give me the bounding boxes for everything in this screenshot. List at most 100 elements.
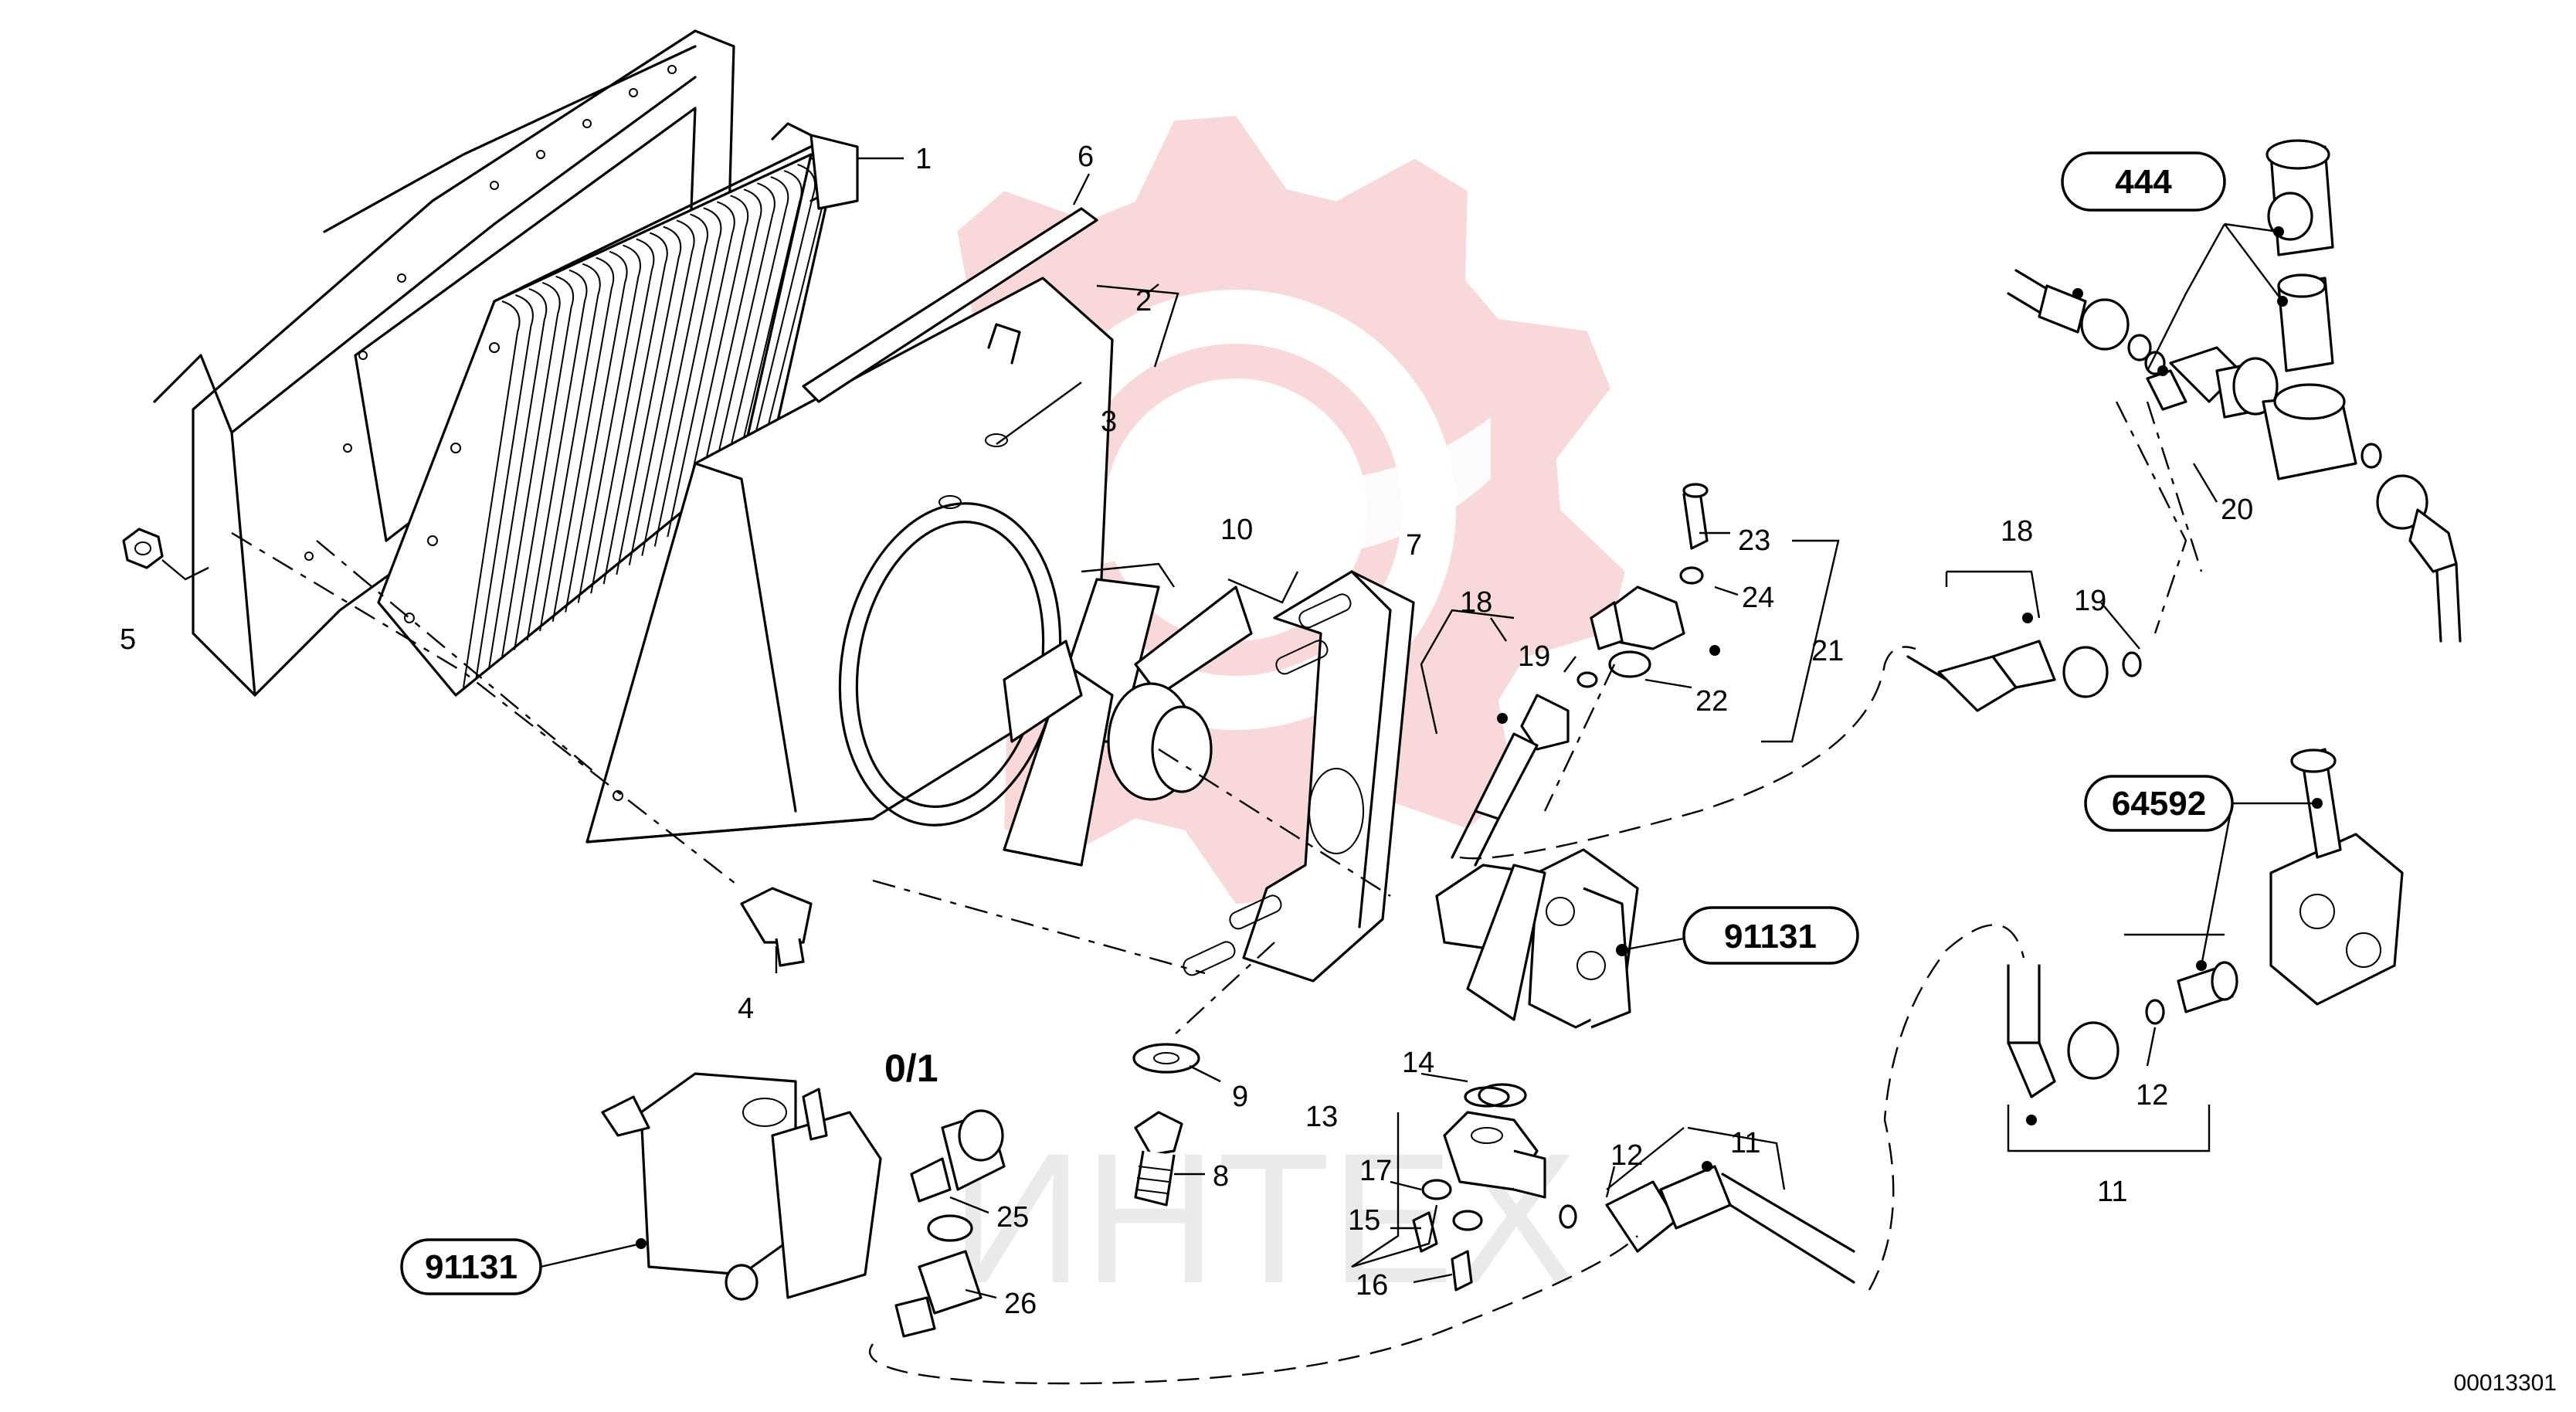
cooler-fin [602,232,668,585]
leader-lines [161,157,2317,1299]
callout-12-right: 12 [2136,1079,2168,1112]
hose-18-right [1906,613,2109,712]
callout-23: 23 [1738,524,1770,557]
callout-3: 3 [1101,406,1117,438]
hose-dot [1497,713,1508,724]
hose-11-dot [1702,1161,1712,1172]
reference-badge-91131-center[interactable]: 91131 [1682,906,1859,965]
cooler-fin [653,207,722,547]
callout-6: 6 [1078,141,1094,173]
adapter-444-mid [2277,273,2334,372]
cooler-fin [514,275,575,650]
callout-18-right: 18 [2001,515,2033,548]
washer-9 [1132,1043,1200,1074]
screw-23 [1682,483,1709,550]
callout-14: 14 [1402,1047,1434,1079]
callout-15: 15 [1348,1204,1380,1237]
flange-21 [1590,586,1720,656]
callout-13: 13 [1305,1101,1338,1133]
bolt-8 [1134,1111,1183,1207]
connector-64592 [2177,960,2238,1013]
hydraulic-motor-center [1435,848,1639,1029]
nut-5 [122,528,164,569]
callout-numbers: 1 6 2 3 10 7 5 4 9 8 13 14 17 15 16 12 1… [120,141,2253,1320]
tee-444-lower [2262,383,2382,480]
cooler-fin [616,226,682,575]
washers-17 [1421,1179,1483,1231]
tee-fitting-20 [2146,346,2279,419]
screws-15-16 [1412,1211,1473,1292]
callout-9: 9 [1232,1081,1248,1113]
callout-1: 1 [915,143,932,175]
adapter-block-13 [1443,1086,1546,1199]
callout-17: 17 [1359,1155,1392,1187]
washer-24 [1679,566,1704,585]
cooler-fin [501,281,561,660]
callout-21: 21 [1811,635,1844,667]
fan-impeller [1003,578,1253,867]
cooler-fin [475,294,534,678]
cooler-fin [565,250,628,613]
cooler-fin [526,269,588,641]
cooler-fin [552,256,615,622]
hose-11-right [2007,964,2120,1125]
callout-11-right: 11 [2097,1176,2127,1208]
cooler-fin [731,170,803,490]
hose-18-center [1451,694,1570,867]
callout-7: 7 [1406,529,1422,562]
cooler-fin [704,182,776,509]
callout-24: 24 [1742,582,1774,614]
cooler-fin [692,188,762,519]
cooler-fin [577,244,641,603]
hose-11-center [1605,1161,1855,1284]
reference-badge-91131-variant[interactable]: 91131 [400,1238,542,1295]
elbow-hose-right [2376,474,2462,643]
reference-badge-64592[interactable]: 64592 [2084,775,2234,832]
reference-label-91131-variant: 91131 [425,1248,518,1286]
callout-19-center: 19 [1518,640,1550,673]
elbow-25 [910,1109,1006,1203]
callout-26: 26 [1004,1288,1037,1320]
bolt-4 [740,887,813,967]
oring-12-right [2145,999,2165,1025]
cooler-fin [743,164,816,481]
assembly-variant-label: 0/1 [884,1047,938,1090]
callout-25: 25 [996,1201,1029,1234]
callout-8: 8 [1213,1160,1229,1193]
hydraulic-motor-variant [601,1072,882,1301]
callout-12-center: 12 [1610,1139,1643,1172]
oring-12-center [1559,1204,1577,1229]
flange-dot [1709,645,1720,656]
cooler-fin [463,300,521,688]
callout-16: 16 [1356,1269,1388,1302]
cooler-fin [679,195,749,528]
elbow-26 [894,1214,983,1338]
callout-18-center: 18 [1460,586,1492,619]
callout-20: 20 [2221,494,2253,526]
oring-19-center [1576,671,1598,688]
cooler-core [377,122,859,697]
reference-label-91131-center: 91131 [1724,918,1817,955]
cooler-fin [641,213,708,556]
cooler-fin [718,176,789,500]
callout-10: 10 [1220,514,1253,546]
callout-5: 5 [120,623,136,656]
callout-4: 4 [738,993,754,1025]
cooler-fin [488,287,548,669]
cooler-fin [667,201,735,538]
valve-444-upper [2265,139,2334,256]
watermark-swoosh [981,417,1491,618]
oring-19-right [2122,651,2142,677]
seal-ring-14 [1478,1083,1527,1108]
oring-22 [1608,650,1651,678]
hose-18-right-dot [2022,613,2033,623]
callout-22: 22 [1695,685,1728,718]
hose-444-dot [2072,288,2083,299]
seal-strip [802,207,1098,403]
callout-11-center: 11 [1730,1127,1760,1159]
cooler-fin [628,219,695,565]
reference-badge-444[interactable]: 444 [2061,151,2226,212]
hose-routing-lines [231,401,2203,1385]
cooler-fin [539,263,601,632]
